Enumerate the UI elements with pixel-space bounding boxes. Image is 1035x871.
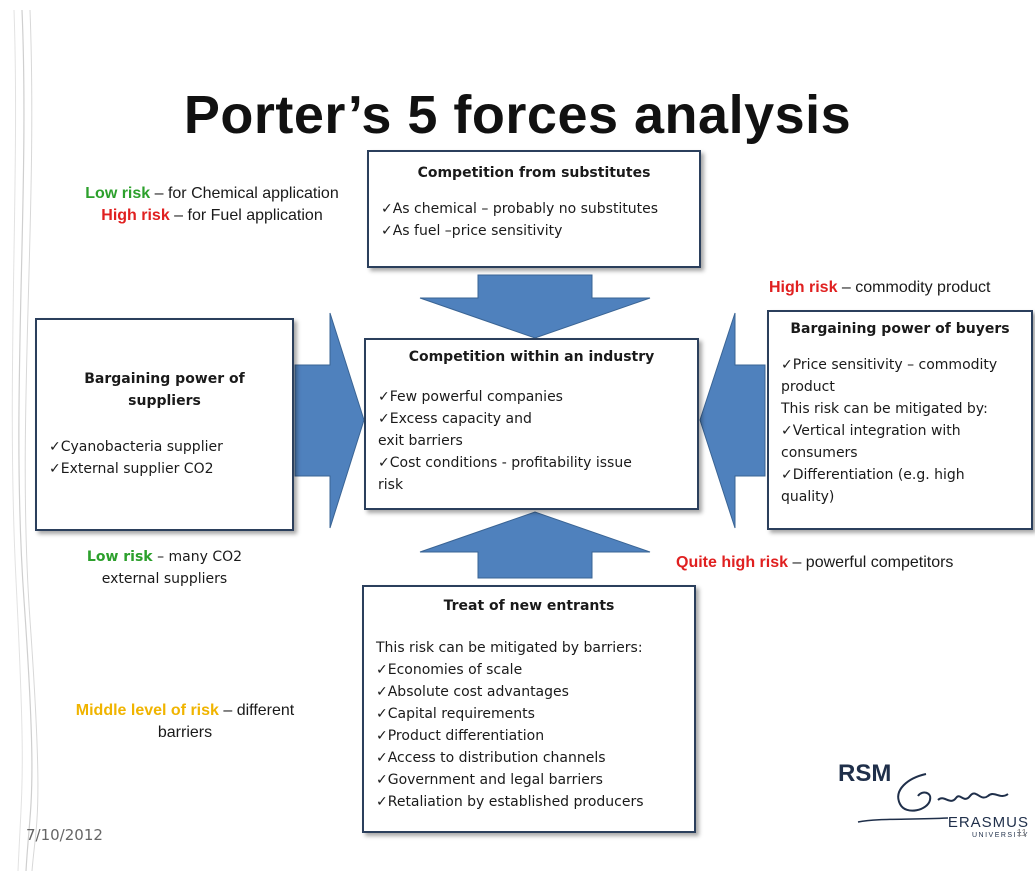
industry-risk-annotation: Quite high risk – powerful competitors	[676, 552, 1016, 574]
risk-label-high: High risk	[101, 207, 170, 224]
suppliers-box: Bargaining power of suppliers ✓Cyanobact…	[35, 318, 294, 531]
suppliers-heading-line: suppliers	[128, 393, 201, 409]
risk-label-low: Low risk	[86, 549, 153, 565]
logo-rsm-text: RSM	[838, 760, 892, 787]
entrants-item: ✓Capital requirements	[376, 706, 535, 722]
entrants-item: ✓Government and legal barriers	[376, 772, 603, 788]
logo-erasmus-text: ERASMUS	[947, 814, 1029, 831]
entrants-item: ✓Product differentiation	[376, 728, 545, 744]
buyers-item: product	[781, 379, 835, 395]
arrow-left-buyers	[699, 312, 766, 529]
industry-heading: Competition within an industry	[408, 349, 655, 365]
risk-text: barriers	[157, 724, 213, 741]
entrants-item: ✓Economies of scale	[376, 662, 523, 678]
suppliers-item: ✓Cyanobacteria supplier	[49, 439, 223, 455]
industry-item: ✓Excess capacity and	[378, 411, 532, 427]
buyers-item: ✓Differentiation (e.g. high	[781, 467, 965, 483]
entrants-item: ✓Access to distribution channels	[376, 750, 606, 766]
risk-label-high: High risk	[769, 279, 838, 296]
arrow-up-entrants	[419, 511, 651, 579]
industry-item: exit barriers	[378, 433, 463, 449]
buyers-item: This risk can be mitigated by:	[781, 401, 988, 417]
risk-text: – many CO2	[152, 549, 243, 565]
slide-date: 7/10/2012	[26, 826, 103, 844]
substitutes-risk-annotation: Low risk – for Chemical application High…	[52, 183, 372, 227]
risk-text: – commodity product	[837, 279, 991, 296]
suppliers-risk-annotation: Low risk – many CO2 external suppliers	[35, 546, 294, 590]
suppliers-item: ✓External supplier CO2	[49, 461, 214, 477]
industry-item: ✓Cost conditions - profitability issue	[378, 455, 632, 471]
risk-text: external suppliers	[101, 571, 228, 587]
page-number: 11	[1016, 828, 1027, 839]
entrants-heading: Treat of new entrants	[443, 598, 615, 614]
risk-text: – powerful competitors	[788, 554, 954, 571]
decorative-swirl-lines	[11, 9, 39, 871]
industry-item: risk	[378, 477, 404, 493]
buyers-item: ✓Vertical integration with	[781, 423, 961, 439]
rsm-erasmus-logo: RSM ERASMUS UNIVERSITY 11	[838, 760, 1033, 860]
erasmus-signature-icon	[857, 773, 1009, 823]
entrants-intro: This risk can be mitigated by barriers:	[376, 640, 643, 656]
substitutes-item: ✓As fuel –price sensitivity	[381, 223, 563, 239]
buyers-item: quality)	[781, 489, 835, 505]
risk-text: – for Chemical application	[150, 185, 339, 202]
industry-item: ✓Few powerful companies	[378, 389, 563, 405]
buyers-box: Bargaining power of buyers ✓Price sensit…	[767, 310, 1033, 530]
suppliers-heading-line: Bargaining power of	[84, 371, 245, 387]
risk-label-high: Quite high risk	[676, 554, 789, 571]
entrants-risk-annotation: Middle level of risk – different barrier…	[40, 700, 330, 744]
risk-label-low: Low risk	[85, 185, 151, 202]
substitutes-box: Competition from substitutes ✓As chemica…	[367, 150, 701, 268]
suppliers-heading: Bargaining power of suppliers	[49, 368, 280, 412]
entrants-item: ✓Absolute cost advantages	[376, 684, 569, 700]
logo-university-text: UNIVERSITY	[971, 832, 1029, 839]
entrants-box: Treat of new entrants This risk can be m…	[362, 585, 696, 833]
risk-text: – for Fuel application	[169, 207, 323, 224]
buyers-heading: Bargaining power of buyers	[790, 321, 1010, 337]
industry-box: Competition within an industry ✓Few powe…	[364, 338, 699, 510]
risk-label-middle: Middle level of risk	[75, 702, 219, 719]
substitutes-item: ✓As chemical – probably no substitutes	[381, 201, 659, 217]
entrants-item: ✓Retaliation by established producers	[376, 794, 644, 810]
buyers-item: consumers	[781, 445, 858, 461]
page-title: Porter’s 5 forces analysis	[183, 85, 852, 145]
substitutes-heading: Competition from substitutes	[417, 165, 651, 181]
arrow-down-substitutes	[419, 274, 651, 339]
buyers-risk-annotation: High risk – commodity product	[769, 277, 1035, 299]
buyers-item: ✓Price sensitivity – commodity	[781, 357, 998, 373]
risk-text: – different	[218, 702, 295, 719]
arrow-right-suppliers	[294, 312, 365, 529]
